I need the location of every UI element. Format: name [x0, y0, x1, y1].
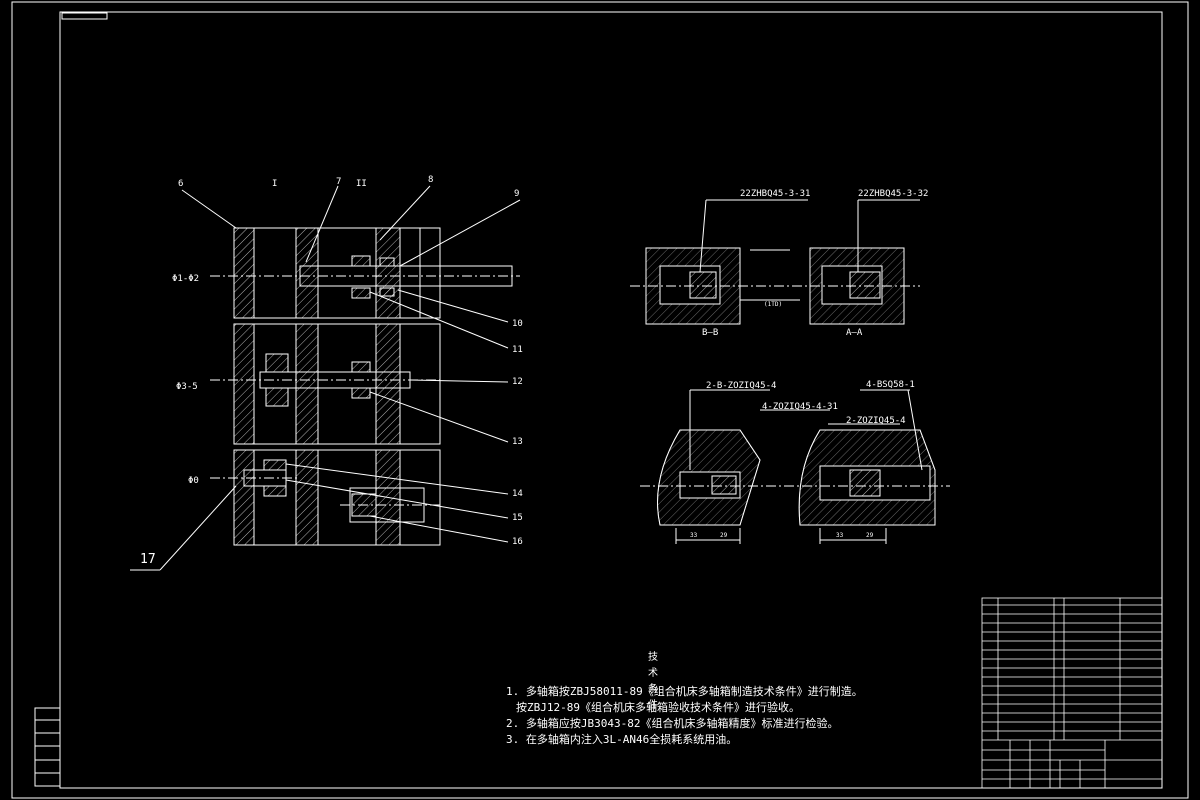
notes-title: 技术条件 — [648, 652, 658, 711]
section-views-top — [630, 199, 920, 325]
inner-border — [59, 11, 1163, 789]
section-ref-5: 2-ZOZIQ45-4 — [846, 416, 906, 426]
top-left-tab — [61, 12, 108, 20]
part-label-12: 12 — [512, 377, 523, 387]
part-label-II: II — [356, 179, 367, 189]
dim-2: 29 — [720, 532, 728, 539]
part-label-10: 10 — [512, 319, 523, 329]
notes-line-1: 1. 多轴箱按ZBJ58011-89《组合机床多轴箱制造技术条件》进行制造。 — [506, 685, 863, 698]
section-views-bottom — [640, 389, 950, 544]
section-ref-1: 22ZHBQ45-3-31 — [740, 189, 811, 199]
part-label-11: 11 — [512, 345, 523, 355]
outer-border — [11, 1, 1189, 799]
notes-line-1b: 按ZBJ12-89《组合机床多轴箱验收技术条件》进行验收。 — [516, 701, 800, 714]
title-block — [981, 597, 1163, 789]
section-ref-6: 4-BSQ58-1 — [866, 380, 915, 390]
dim-1: 33 — [690, 532, 698, 539]
row-label-3: Φ0 — [188, 476, 199, 486]
main-section-view — [130, 185, 521, 571]
part-label-14: 14 — [512, 489, 523, 499]
notes-line-3: 3. 在多轴箱内注入3L-AN46全损耗系统用油。 — [506, 733, 738, 746]
section-ref-4: 4-ZOZIQ45-4-31 — [762, 402, 838, 412]
left-side-stamp — [34, 707, 61, 787]
part-label-16: 16 — [512, 537, 523, 547]
dim-4: 29 — [866, 532, 874, 539]
notes-line-2: 2. 多轴箱应按JB3043-82《组合机床多轴箱精度》标准进行检验。 — [506, 717, 839, 730]
section-bb: B—B — [702, 328, 719, 338]
part-label-7: 7 — [336, 177, 342, 187]
section-aa: A—A — [846, 328, 863, 338]
part-label-17: 17 — [140, 552, 156, 567]
part-label-8: 8 — [428, 175, 434, 185]
section-ref-3: 2-B-ZOZIQ45-4 — [706, 381, 777, 391]
row-label-2: Φ3-5 — [176, 382, 198, 392]
section-td: (1TD) — [764, 301, 783, 308]
part-label-6: 6 — [178, 179, 184, 189]
part-label-13: 13 — [512, 437, 523, 447]
part-label-9: 9 — [514, 189, 520, 199]
part-label-I: I — [272, 179, 278, 189]
dim-3: 33 — [836, 532, 844, 539]
row-label-1: Φ1-Φ2 — [172, 274, 200, 284]
section-ref-2: 22ZHBQ45-3-32 — [858, 189, 929, 199]
part-label-15: 15 — [512, 513, 523, 523]
